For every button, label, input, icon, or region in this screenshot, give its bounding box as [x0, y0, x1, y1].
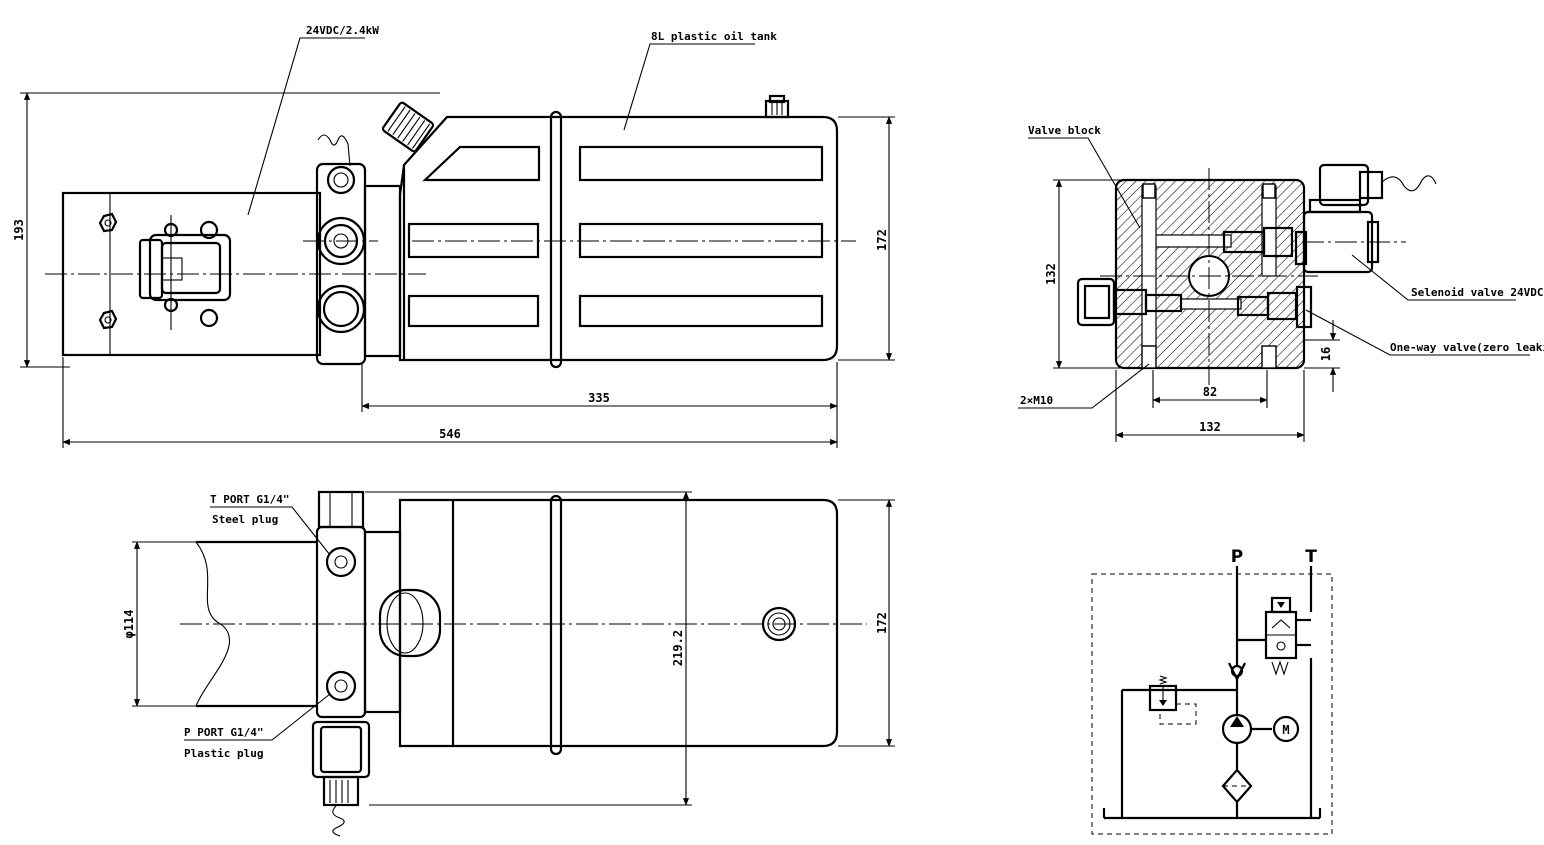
dim-tank-length: 335	[588, 391, 610, 405]
valve-block-section: 132 82 132 16 Valve block Selenoid valve…	[1018, 124, 1544, 442]
dim-width-219: 219.2	[671, 630, 685, 666]
callout-t-plug: Steel plug	[212, 513, 278, 526]
schematic-motor-symbol: M	[1282, 723, 1289, 737]
filter-icon	[1221, 768, 1253, 804]
schematic-p-label: P	[1231, 547, 1243, 567]
dim-offset-16: 16	[1319, 347, 1333, 361]
callout-p-port: P PORT G1/4"	[184, 726, 263, 739]
breather-icon	[764, 94, 790, 119]
dim-hole-spacing: 82	[1203, 385, 1217, 399]
callout-valve-block: Valve block	[1028, 124, 1101, 137]
relief-valve-icon	[1148, 675, 1197, 725]
callout-solenoid: Selenoid valve 24VDC	[1411, 286, 1543, 299]
motor-terminal-block	[138, 215, 232, 330]
filler-cap-icon	[381, 101, 435, 153]
callout-t-port: T PORT G1/4"	[210, 493, 289, 506]
hydraulic-schematic: P T	[1091, 547, 1333, 835]
directional-valve-icon	[1264, 596, 1311, 676]
top-view: φ114 219.2 172 T PORT G1/4" Steel plug P…	[122, 490, 895, 837]
callout-p-plug: Plastic plug	[184, 747, 263, 760]
dim-overall-length: 546	[439, 427, 461, 441]
schematic-t-label: T	[1305, 547, 1317, 567]
callout-mount-holes: 2×M10	[1020, 394, 1053, 407]
motor-icon: M	[1272, 715, 1300, 743]
solenoid-valve-icon	[1294, 163, 1437, 274]
dim-block-width: 132	[1199, 420, 1221, 434]
dim-front-tank-height: 172	[875, 229, 889, 251]
callout-tank: 8L plastic oil tank	[651, 30, 777, 43]
mount-bolt-icon	[98, 212, 118, 330]
dim-front-height: 193	[12, 219, 26, 241]
pump-icon	[1221, 713, 1253, 745]
dim-top-tank-height: 172	[875, 612, 889, 634]
dim-motor-diameter: φ114	[122, 610, 136, 639]
dim-block-height: 132	[1044, 263, 1058, 285]
callout-motor: 24VDC/2.4kW	[306, 24, 379, 37]
wire-icon	[1381, 175, 1437, 192]
breather-top-icon	[761, 606, 797, 642]
check-valve-icon	[1228, 662, 1246, 682]
wire-icon	[317, 134, 351, 167]
callout-one-way: One-way valve(zero leaking)	[1390, 341, 1544, 354]
front-view: 193 172 335 546 24VDC/2.4kW 8L plastic o…	[12, 24, 895, 448]
wire-icon	[332, 805, 345, 837]
